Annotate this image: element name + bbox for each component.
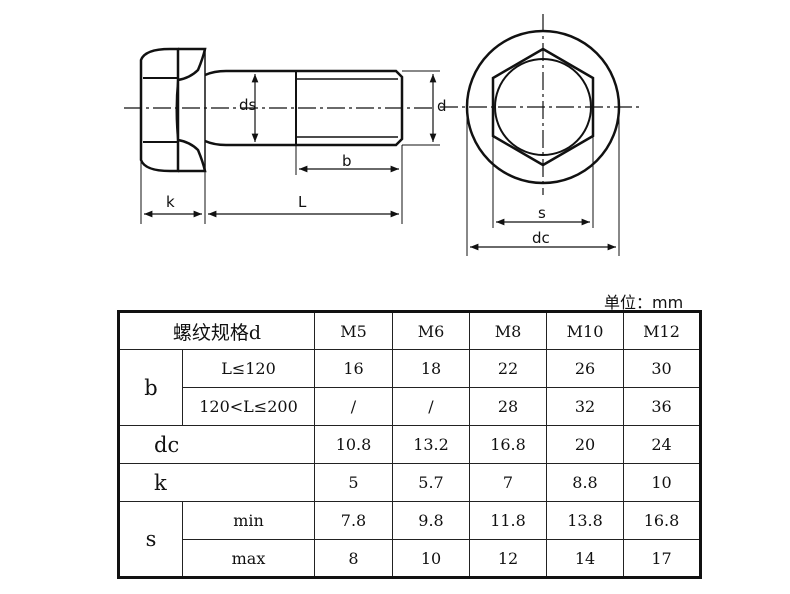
value-cell: 32: [546, 387, 624, 426]
bolt-spec-table: 螺纹规格d M5 M6 M8 M10 M12 b L≤120 16 18 22 …: [117, 310, 702, 579]
table-row: max 8 10 12 14 17: [119, 539, 701, 578]
value-cell: 10: [392, 539, 470, 578]
table-row: 120<L≤200 / / 28 32 36: [119, 387, 701, 426]
value-cell: 36: [623, 387, 701, 426]
table-row: k 5 5.7 7 8.8 10: [118, 463, 701, 502]
condition-cell: max: [182, 539, 315, 578]
value-cell: 18: [392, 349, 470, 388]
label-dc: dc: [532, 229, 550, 247]
header-size: M12: [623, 311, 701, 350]
value-cell: 7.8: [314, 501, 393, 540]
row-label-dc: dc: [118, 425, 315, 464]
label-d: d: [437, 97, 447, 115]
flange-outline: [177, 47, 207, 173]
header-size: M10: [546, 311, 624, 350]
label-k: k: [166, 193, 175, 211]
value-cell: 8.8: [546, 463, 624, 502]
value-cell: 26: [546, 349, 624, 388]
header-size: M6: [392, 311, 470, 350]
value-cell: 13.8: [546, 501, 624, 540]
value-cell: 20: [546, 425, 624, 464]
value-cell: 10: [623, 463, 701, 502]
row-label-b: b: [118, 349, 183, 426]
value-cell: 16: [314, 349, 393, 388]
value-cell: 8: [314, 539, 393, 578]
label-ds: ds: [239, 96, 257, 114]
condition-cell: 120<L≤200: [182, 387, 315, 426]
value-cell: 9.8: [392, 501, 470, 540]
table-row: dc 10.8 13.2 16.8 20 24: [118, 425, 701, 464]
value-cell: 30: [623, 349, 701, 388]
unit-label: 单位：mm: [604, 293, 684, 312]
value-cell: 16.8: [469, 425, 547, 464]
value-cell: 11.8: [469, 501, 547, 540]
value-cell: /: [392, 387, 470, 426]
label-s: s: [538, 204, 546, 222]
value-cell: 5: [314, 463, 393, 502]
value-cell: /: [314, 387, 393, 426]
value-cell: 22: [469, 349, 547, 388]
row-label-s: s: [118, 501, 183, 578]
value-cell: 14: [546, 539, 624, 578]
value-cell: 7: [469, 463, 547, 502]
value-cell: 24: [623, 425, 701, 464]
bolt-side-view: [124, 47, 440, 224]
table-row: b L≤120 16 18 22 26 30: [118, 349, 701, 426]
value-cell: 10.8: [314, 425, 393, 464]
value-cell: 28: [469, 387, 547, 426]
row-label-k: k: [118, 463, 315, 502]
header-spec: 螺纹规格d: [118, 311, 315, 350]
bolt-technical-drawing: ds d b k L s dc: [124, 14, 640, 256]
condition-cell: min: [182, 501, 315, 540]
header-size: M8: [469, 311, 547, 350]
hex-head-outline: [139, 47, 180, 173]
value-cell: 5.7: [392, 463, 470, 502]
table-header-row: 螺纹规格d M5 M6 M8 M10 M12: [118, 311, 701, 350]
header-size: M5: [314, 311, 393, 350]
label-L: L: [298, 193, 307, 211]
value-cell: 13.2: [392, 425, 470, 464]
condition-cell: L≤120: [182, 349, 315, 388]
label-b: b: [342, 152, 352, 170]
value-cell: 17: [623, 539, 701, 578]
bolt-end-view: [440, 14, 640, 256]
value-cell: 12: [469, 539, 547, 578]
value-cell: 16.8: [623, 501, 701, 540]
table-row: s min 7.8 9.8 11.8 13.8 16.8: [118, 501, 701, 578]
